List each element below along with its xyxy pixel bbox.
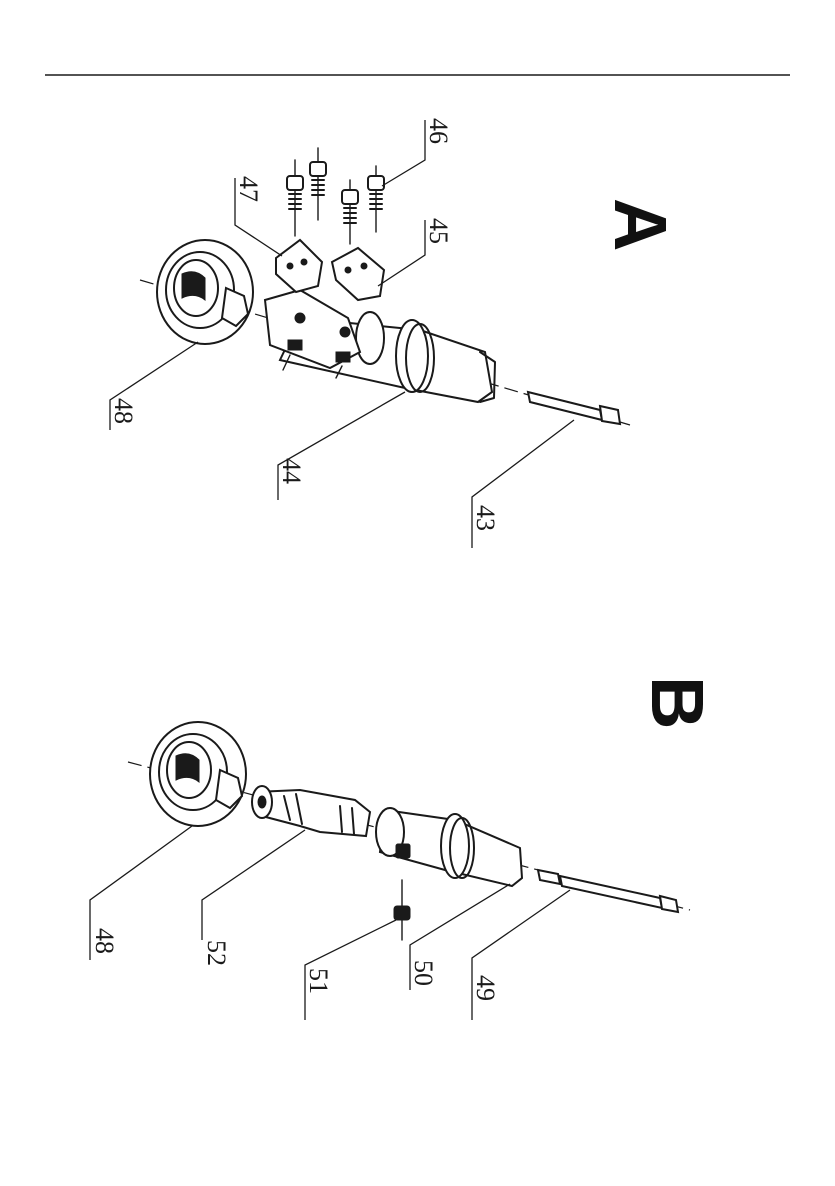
label-44: 44 <box>277 458 306 484</box>
assembly-a: 46 47 45 48 44 43 A <box>109 118 682 548</box>
label-47: 47 <box>234 176 263 202</box>
part-48-nut-b <box>150 722 246 826</box>
figure-letter-b: B <box>636 676 719 729</box>
part-51-nut <box>394 880 410 940</box>
label-48b: 48 <box>90 928 119 954</box>
part-43-rod <box>528 392 620 424</box>
label-46: 46 <box>424 118 453 144</box>
part-45-clamp <box>332 248 384 300</box>
figure-letter-a: A <box>599 198 682 251</box>
label-49: 49 <box>471 975 500 1001</box>
part-52-nozzle <box>252 786 370 836</box>
part-48-nut-a <box>157 240 253 344</box>
part-46-screws <box>287 148 384 244</box>
leader-46 <box>382 120 425 186</box>
part-44-housing <box>265 290 495 402</box>
assembly-b: 48 52 51 50 49 B <box>90 676 719 1020</box>
label-52: 52 <box>202 940 231 966</box>
label-43: 43 <box>471 505 500 531</box>
part-47-clamp <box>276 240 322 292</box>
label-51: 51 <box>304 968 333 994</box>
label-48a: 48 <box>109 398 138 424</box>
leader-52 <box>202 830 305 940</box>
label-45: 45 <box>424 218 453 244</box>
part-49-rod <box>538 870 678 912</box>
part-50-body <box>376 808 522 886</box>
label-50: 50 <box>409 960 438 986</box>
leader-45 <box>378 220 425 286</box>
